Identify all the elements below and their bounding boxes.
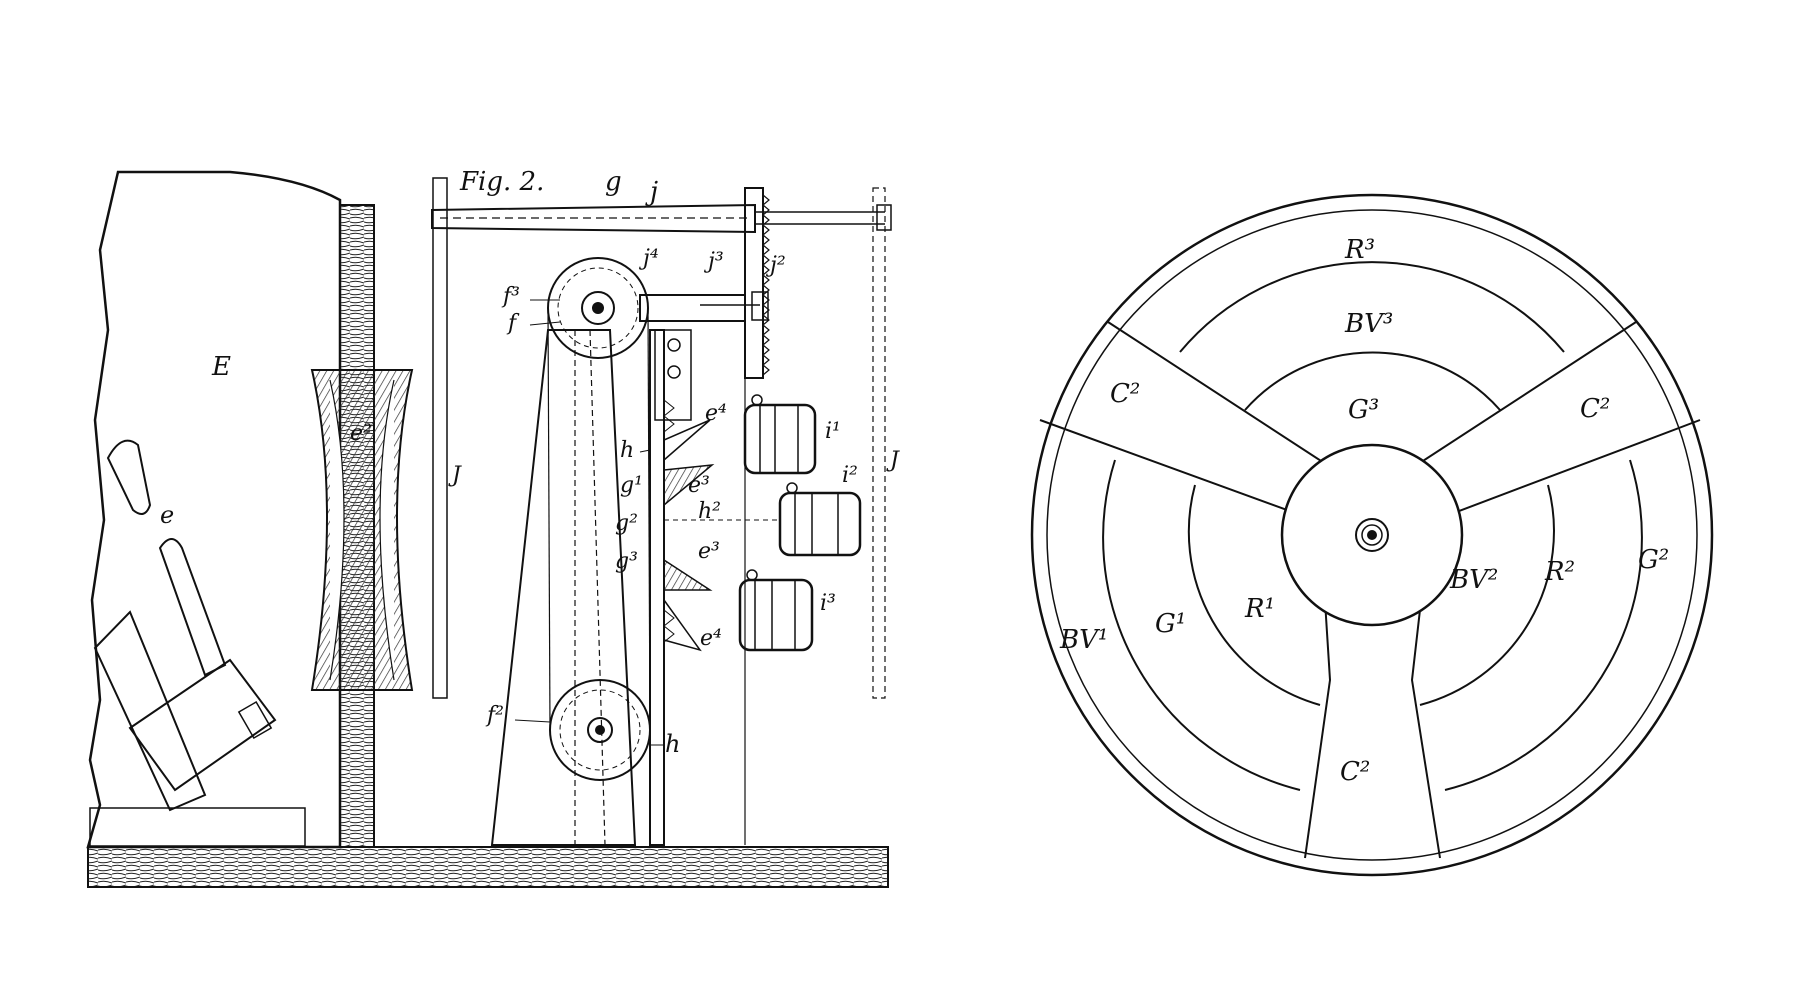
disk-label-BV1: BV¹: [1059, 625, 1108, 655]
label-g2: g²: [615, 511, 638, 536]
lamp-clamp-block: [128, 658, 277, 792]
label-h-top: h: [620, 438, 634, 463]
disk-label-R1: R¹: [1244, 594, 1275, 624]
lamp-carbon-upper: [106, 439, 152, 515]
lower-sprocket: [549, 679, 651, 781]
drive-bracket: [639, 294, 746, 322]
disk-outer-rim: [1030, 193, 1714, 877]
label-J-right: J: [886, 448, 900, 473]
disk-label-C2-left: C²: [1110, 379, 1140, 409]
label-g1: g¹: [620, 473, 643, 498]
label-h2: h²: [698, 499, 721, 524]
disk-label-BV3: BV³: [1344, 309, 1393, 339]
disk-label-C2-bottom: C²: [1340, 757, 1370, 787]
disk-label-G3: G³: [1348, 395, 1379, 425]
label-J-left: J: [448, 463, 462, 488]
label-g: g: [605, 167, 622, 197]
color-filter-disk: R³ BV³ G³ C² C² C² BV¹ G¹ R¹ BV² R² G²: [1030, 193, 1714, 877]
upper-sprocket: [547, 257, 649, 359]
label-j2: j²: [765, 253, 786, 278]
disk-label-C2-right: C²: [1580, 394, 1610, 424]
vertical-gear-j2: [744, 187, 764, 379]
label-e3-middle: e³: [698, 539, 720, 564]
label-i2: i²: [842, 463, 858, 488]
label-e4-top: e⁴: [705, 401, 727, 426]
base-board: [87, 846, 889, 888]
label-e: e: [160, 501, 174, 529]
top-shaft: [431, 203, 756, 234]
reflector-e4-top: [663, 419, 711, 462]
film-gate-plate: [649, 329, 665, 846]
label-e3-top: e³: [688, 473, 710, 498]
label-f3: f³: [501, 284, 520, 309]
sector-right-border: [1410, 419, 1701, 859]
support-column: [490, 329, 637, 846]
disk-label-G1: G¹: [1155, 609, 1186, 639]
label-i1: i¹: [825, 419, 841, 444]
right-frame-post: [872, 187, 886, 699]
objective-lens-i2: [778, 482, 862, 557]
objective-lens-i3: [738, 569, 814, 652]
projector-mechanism-drawing: Fig. 2. g j j⁴ j³ j² f³ f E e² e J J h e…: [86, 167, 900, 888]
label-f2: f²: [485, 703, 504, 728]
lamp-carbon-lower: [158, 538, 227, 677]
label-i3: i³: [820, 591, 836, 616]
label-f: f: [506, 311, 520, 336]
label-j4: j⁴: [638, 246, 659, 271]
label-e4-bottom: e⁴: [700, 626, 722, 651]
lantern-housing: [86, 170, 342, 849]
condenser-lens: [310, 369, 414, 691]
prism-e3-top: [663, 463, 715, 507]
objective-lens-i1: [743, 394, 817, 475]
label-j: j: [645, 177, 658, 207]
prism-e3-middle: [663, 558, 713, 591]
disk-label-R2: R²: [1544, 557, 1575, 587]
disk-label-BV2: BV²: [1449, 565, 1498, 595]
fig-label: Fig. 2.: [459, 167, 544, 197]
reflector-e4-bottom: [663, 597, 702, 652]
label-e2: e²: [350, 421, 372, 446]
disk-label-R3: R³: [1344, 235, 1375, 265]
left-frame-post: [432, 177, 448, 699]
label-g3: g³: [615, 549, 638, 574]
label-j3: j³: [703, 249, 724, 274]
disk-label-G2: G²: [1638, 545, 1669, 575]
lamp-holder-rod: [93, 610, 207, 812]
label-E: E: [211, 352, 231, 382]
label-h-bottom: h: [665, 730, 680, 758]
